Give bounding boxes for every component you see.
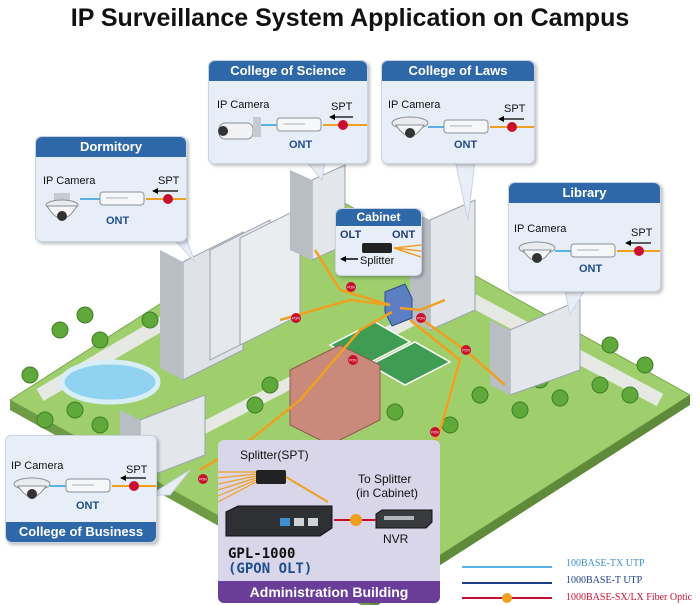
admin-building-title: Administration Building <box>218 581 440 603</box>
gpon-olt-icon <box>225 505 333 537</box>
svg-text:PON: PON <box>462 349 470 353</box>
ont-label: ONT <box>76 500 100 512</box>
pond <box>59 359 161 405</box>
pon-badge: PON <box>430 427 440 437</box>
spt-label: SPT <box>504 103 526 115</box>
camera-icon <box>13 477 51 499</box>
olt-label: OLT <box>340 229 362 241</box>
svg-text:PON: PON <box>347 286 355 290</box>
nvr-icon <box>375 509 433 529</box>
camera-label: IP Camera <box>217 99 270 111</box>
trees <box>21 296 654 434</box>
legend-line-tx <box>462 566 552 568</box>
olt-nvr-link <box>334 514 376 526</box>
campus-ground-edge-right <box>370 395 690 605</box>
link-lines <box>428 116 534 132</box>
pon-badge: PON <box>346 282 356 292</box>
spt-label: SPT <box>158 175 180 187</box>
splitter-icon <box>340 243 421 262</box>
camera-icon <box>391 116 429 138</box>
callout-title: Cabinet <box>336 209 421 226</box>
admin-building-panel: Splitter(SPT) To Splitter (in Cabinet) N… <box>218 440 440 603</box>
pon-badge: PON <box>198 474 208 484</box>
link-lines <box>555 240 660 256</box>
camera-icon <box>518 241 556 263</box>
in-cabinet-label: (in Cabinet) <box>356 486 419 500</box>
dormitory-buildings <box>160 207 301 381</box>
gpon-device-name: GPL-1000 <box>228 546 296 562</box>
pon-badge: PON <box>416 313 426 323</box>
page-title: IP Surveillance System Application on Ca… <box>70 4 630 32</box>
ont-label: ONT <box>454 139 478 151</box>
ont-label: ONT <box>392 229 416 241</box>
ont-label: ONT <box>289 139 313 151</box>
callout-science: College of Science IP Camera SPT ONT <box>208 60 368 164</box>
callout-laws: College of Laws IP Camera SPT ONT <box>381 60 535 164</box>
svg-text:PON: PON <box>431 431 439 435</box>
svg-text:PON: PON <box>417 317 425 321</box>
admin-building <box>289 344 381 446</box>
callout-pointers <box>148 159 586 496</box>
pon-badge: PON <box>291 313 301 323</box>
link-lines <box>80 188 186 204</box>
legend-label-tx: 100BASE-TX UTP <box>566 558 645 569</box>
spt-label: SPT <box>126 464 148 476</box>
callout-title: College of Business <box>6 522 156 542</box>
camera-icon <box>218 117 261 140</box>
nvr-label: NVR <box>383 532 409 546</box>
svg-text:PON: PON <box>199 478 207 482</box>
callout-title: Library <box>509 183 660 203</box>
callout-cabinet: Cabinet OLT ONT Splitter <box>335 208 422 276</box>
ont-label: ONT <box>106 215 130 227</box>
svg-text:PON: PON <box>292 317 300 321</box>
legend-line-fiber <box>462 593 552 603</box>
camera-icon <box>45 193 79 221</box>
camera-label: IP Camera <box>388 99 441 111</box>
legend-label-t: 1000BASE-T UTP <box>566 575 643 586</box>
to-splitter-label: To Splitter <box>358 472 412 486</box>
spt-label: SPT <box>631 227 653 239</box>
spt-label: SPT <box>331 101 353 113</box>
callout-title: Dormitory <box>36 137 186 157</box>
ont-label: ONT <box>579 263 603 275</box>
cabinet-box <box>384 283 413 327</box>
legend-line-t <box>462 582 552 584</box>
legend-label-fiber: 1000BASE-SX/LX Fiber Optic <box>566 592 693 603</box>
gpon-device-sub: (GPON OLT) <box>228 561 313 577</box>
link-lines <box>261 114 367 130</box>
splitter-label: Splitter <box>360 255 395 267</box>
camera-label: IP Camera <box>43 175 96 187</box>
callout-title: College of Laws <box>382 61 534 81</box>
splitter-spt-label: Splitter(SPT) <box>240 448 309 462</box>
svg-text:PON: PON <box>349 359 357 363</box>
pon-badge: PON <box>348 355 358 365</box>
link-lines <box>50 475 156 491</box>
pon-badge: PON <box>461 345 471 355</box>
splitter-icon <box>218 470 329 503</box>
callout-library: Library IP Camera SPT ONT <box>508 182 661 292</box>
callout-business: College of Business IP Camera SPT ONT <box>5 435 157 543</box>
camera-label: IP Camera <box>514 223 567 235</box>
camera-label: IP Camera <box>11 460 64 472</box>
callout-title: College of Science <box>209 61 367 81</box>
callout-dormitory: Dormitory IP Camera SPT ONT <box>35 136 187 242</box>
